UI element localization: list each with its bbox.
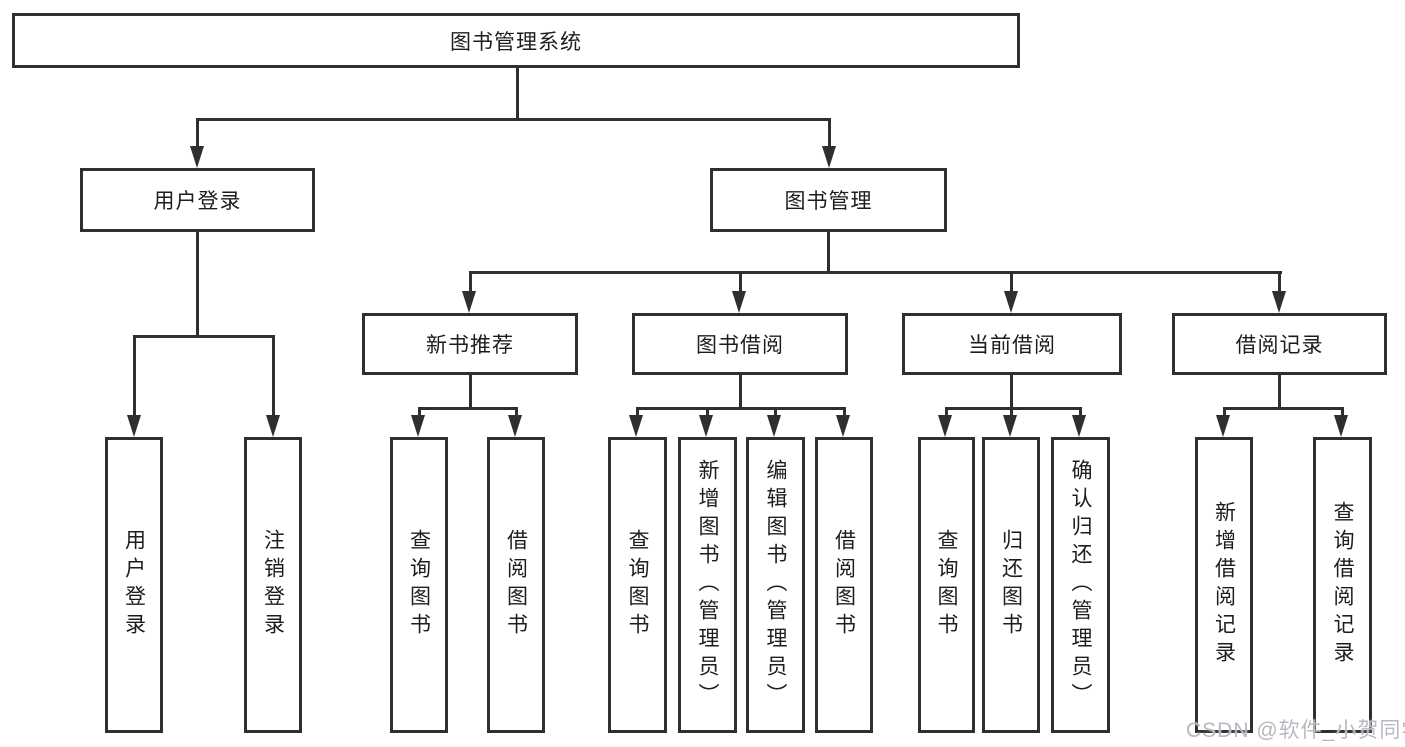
connector-segment <box>706 407 709 417</box>
leaf-logout: 注销登录 <box>244 437 302 733</box>
leaf-borrow-books: 借阅图书 <box>815 437 873 733</box>
connector-segment <box>1079 407 1082 417</box>
node-label: 查询图书 <box>407 529 431 641</box>
connector-segment <box>197 118 831 121</box>
connector-segment <box>945 407 948 417</box>
connector-segment <box>843 407 846 417</box>
node-borrowing-records: 借阅记录 <box>1172 313 1387 375</box>
node-label: 归还图书 <box>999 529 1023 641</box>
node-label: 确认归还（管理员） <box>1069 459 1092 711</box>
connector-segment <box>469 271 472 295</box>
node-label: 用户登录 <box>122 529 146 641</box>
arrow-down-icon <box>1004 291 1018 313</box>
arrow-down-icon <box>938 415 952 437</box>
connector-segment <box>636 407 846 410</box>
connector-segment <box>515 407 518 417</box>
connector-segment <box>133 335 136 417</box>
node-label: 图书管理 <box>784 190 873 213</box>
node-label: 编辑图书（管理员） <box>764 459 787 711</box>
arrow-down-icon <box>127 415 141 437</box>
connector-segment <box>1278 375 1281 410</box>
node-library-management-system: 图书管理系统 <box>12 13 1020 68</box>
connector-segment <box>272 335 275 417</box>
connector-segment <box>636 407 639 417</box>
connector-segment <box>1223 407 1226 417</box>
arrow-down-icon <box>629 415 643 437</box>
node-label: 查询图书 <box>626 529 649 641</box>
arrow-down-icon <box>462 291 476 313</box>
connector-segment <box>196 118 199 148</box>
connector-segment <box>774 407 777 417</box>
arrow-down-icon <box>508 415 522 437</box>
node-book-management: 图书管理 <box>710 168 947 232</box>
connector-segment <box>469 375 472 410</box>
node-book-borrowing: 图书借阅 <box>632 313 848 375</box>
node-new-book-recommend: 新书推荐 <box>362 313 578 375</box>
node-label: 借阅图书 <box>832 529 856 641</box>
connector-segment <box>133 335 275 338</box>
leaf-edit-book-admin: 编辑图书（管理员） <box>746 437 805 733</box>
leaf-borrow-books-recommend: 借阅图书 <box>487 437 545 733</box>
node-label: 当前借阅 <box>968 334 1056 357</box>
leaf-return-book: 归还图书 <box>982 437 1040 733</box>
leaf-query-books-current: 查询图书 <box>918 437 975 733</box>
arrow-down-icon <box>732 291 746 313</box>
leaf-add-borrow-record: 新增借阅记录 <box>1195 437 1253 733</box>
leaf-add-book-admin: 新增图书（管理员） <box>678 437 737 733</box>
node-label: 新增借阅记录 <box>1212 501 1236 669</box>
watermark: CSDN @软件_小贺同学 <box>1186 719 1405 742</box>
arrow-down-icon <box>1272 291 1286 313</box>
arrow-down-icon <box>1072 415 1086 437</box>
node-label: 图书借阅 <box>696 334 784 357</box>
leaf-query-books-recommend: 查询图书 <box>390 437 448 733</box>
connector-segment <box>739 271 742 295</box>
leaf-confirm-return-admin: 确认归还（管理员） <box>1051 437 1110 733</box>
node-current-borrowing: 当前借阅 <box>902 313 1122 375</box>
connector-segment <box>1341 407 1344 417</box>
connector-segment <box>196 232 199 338</box>
connector-segment <box>739 375 742 410</box>
node-label: 查询图书 <box>935 529 958 641</box>
arrow-down-icon <box>1003 415 1017 437</box>
connector-segment <box>827 232 830 274</box>
connector-segment <box>1010 271 1013 295</box>
arrow-down-icon <box>266 415 280 437</box>
arrow-down-icon <box>1216 415 1230 437</box>
node-label: 借阅图书 <box>504 529 528 641</box>
node-label: 新书推荐 <box>426 334 514 357</box>
node-label: 注销登录 <box>261 529 285 641</box>
connector-segment <box>418 407 421 417</box>
connector-segment <box>828 118 831 148</box>
connector-segment <box>1278 271 1281 295</box>
arrow-down-icon <box>836 415 850 437</box>
connector-segment <box>516 68 519 120</box>
arrow-down-icon <box>699 415 713 437</box>
connector-segment <box>469 271 1282 274</box>
arrow-down-icon <box>767 415 781 437</box>
connector-segment <box>1010 375 1013 410</box>
node-label: 新增图书（管理员） <box>696 459 719 711</box>
connector-segment <box>945 407 1082 410</box>
connector-segment <box>1223 407 1344 410</box>
connector-segment <box>418 407 518 410</box>
leaf-user-login: 用户登录 <box>105 437 163 733</box>
connector-segment <box>1010 407 1013 417</box>
node-label: 用户登录 <box>153 190 242 213</box>
arrow-down-icon <box>190 146 204 168</box>
leaf-query-books-borrowing: 查询图书 <box>608 437 667 733</box>
arrow-down-icon <box>1334 415 1348 437</box>
node-user-login: 用户登录 <box>80 168 315 232</box>
leaf-query-borrow-record: 查询借阅记录 <box>1313 437 1372 733</box>
arrow-down-icon <box>411 415 425 437</box>
node-label: 图书管理系统 <box>450 30 582 54</box>
node-label: 查询借阅记录 <box>1331 501 1354 669</box>
node-label: 借阅记录 <box>1235 334 1324 357</box>
arrow-down-icon <box>822 146 836 168</box>
